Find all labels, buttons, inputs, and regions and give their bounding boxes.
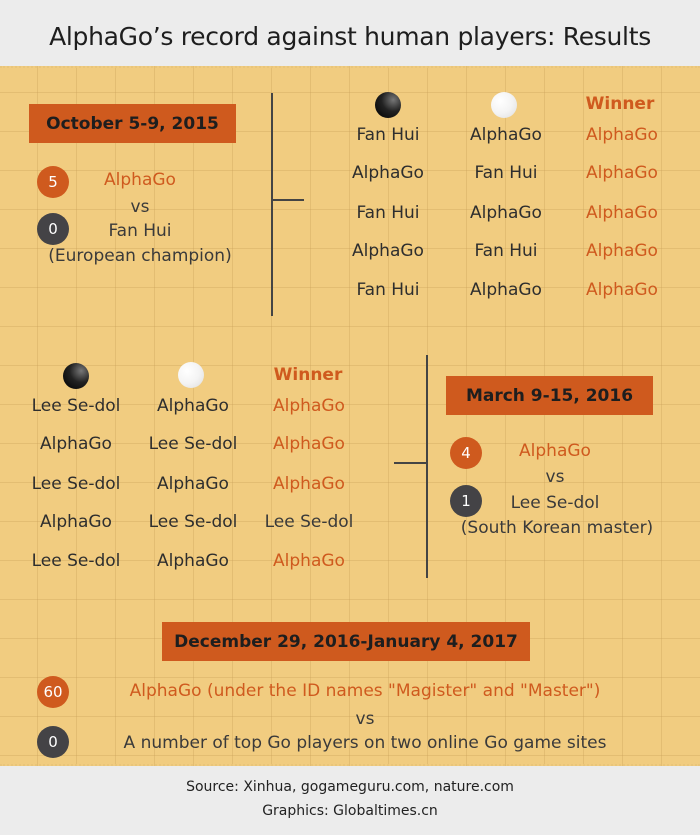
winner-name: AlphaGo (under the ID names "Magister" a… xyxy=(129,681,601,701)
loser-score-badge: 0 xyxy=(37,213,69,245)
game-4-white: Lee Se-dol xyxy=(148,512,238,532)
date-badge: March 9-15, 2016 xyxy=(446,376,653,415)
game-3-winner: AlphaGo xyxy=(586,203,658,223)
game-3-winner: AlphaGo xyxy=(273,474,345,494)
page-title: AlphaGo’s record against human players: … xyxy=(49,22,651,51)
game-3-black: Lee Se-dol xyxy=(31,474,121,494)
game-5-white: AlphaGo xyxy=(470,280,542,300)
date-badge: October 5-9, 2015 xyxy=(29,104,236,143)
winner-column-header: Winner xyxy=(585,94,655,114)
bracket-line xyxy=(271,93,273,316)
loser-name: A number of top Go players on two online… xyxy=(123,733,607,753)
game-1-white: AlphaGo xyxy=(470,125,542,145)
loser-name: Fan Hui xyxy=(108,221,172,241)
game-5-white: AlphaGo xyxy=(157,551,229,571)
footer: Source: Xinhua, gogameguru.com, nature.c… xyxy=(0,768,700,835)
game-1-white: AlphaGo xyxy=(157,396,229,416)
game-2-black: AlphaGo xyxy=(352,163,424,183)
winner-score-badge: 60 xyxy=(37,676,69,708)
white-stone-icon xyxy=(178,362,204,388)
winner-score-badge: 4 xyxy=(450,437,482,469)
game-2-white: Lee Se-dol xyxy=(148,434,238,454)
game-2-winner: AlphaGo xyxy=(273,434,345,454)
header: AlphaGo’s record against human players: … xyxy=(0,0,700,66)
game-3-white: AlphaGo xyxy=(470,203,542,223)
game-1-black: Fan Hui xyxy=(356,125,420,145)
game-5-winner: AlphaGo xyxy=(273,551,345,571)
date-badge: December 29, 2016-January 4, 2017 xyxy=(162,622,530,661)
loser-score-badge: 1 xyxy=(450,485,482,517)
winner-column-header: Winner xyxy=(273,365,343,385)
game-5-black: Fan Hui xyxy=(356,280,420,300)
winner-name: AlphaGo xyxy=(104,170,176,190)
game-1-winner: AlphaGo xyxy=(273,396,345,416)
game-2-winner: AlphaGo xyxy=(586,163,658,183)
vs-label: vs xyxy=(355,709,375,729)
loser-score-badge: 0 xyxy=(37,726,69,758)
loser-name: Lee Se-dol xyxy=(510,493,600,513)
bracket-connector xyxy=(272,199,304,201)
vs-label: vs xyxy=(130,197,150,217)
black-stone-icon xyxy=(63,363,89,389)
game-3-black: Fan Hui xyxy=(356,203,420,223)
winner-name: AlphaGo xyxy=(519,441,591,461)
vs-label: vs xyxy=(545,467,565,487)
graphics-credit: Graphics: Globaltimes.cn xyxy=(262,803,438,819)
white-stone-icon xyxy=(491,92,517,118)
game-2-white: Fan Hui xyxy=(474,163,538,183)
go-board-background xyxy=(0,66,700,766)
game-2-black: AlphaGo xyxy=(40,434,112,454)
black-stone-icon xyxy=(375,92,401,118)
bracket-line xyxy=(426,355,428,578)
game-5-black: Lee Se-dol xyxy=(31,551,121,571)
game-1-winner: AlphaGo xyxy=(586,125,658,145)
game-1-black: Lee Se-dol xyxy=(31,396,121,416)
bracket-connector xyxy=(394,462,427,464)
game-4-winner: Lee Se-dol xyxy=(264,512,354,532)
game-4-winner: AlphaGo xyxy=(586,241,658,261)
game-4-black: AlphaGo xyxy=(40,512,112,532)
source-credit: Source: Xinhua, gogameguru.com, nature.c… xyxy=(186,779,514,795)
game-4-black: AlphaGo xyxy=(352,241,424,261)
game-4-white: Fan Hui xyxy=(474,241,538,261)
game-3-white: AlphaGo xyxy=(157,474,229,494)
loser-description: (South Korean master) xyxy=(460,518,654,538)
loser-description: (European champion) xyxy=(48,246,232,266)
game-5-winner: AlphaGo xyxy=(586,280,658,300)
winner-score-badge: 5 xyxy=(37,166,69,198)
